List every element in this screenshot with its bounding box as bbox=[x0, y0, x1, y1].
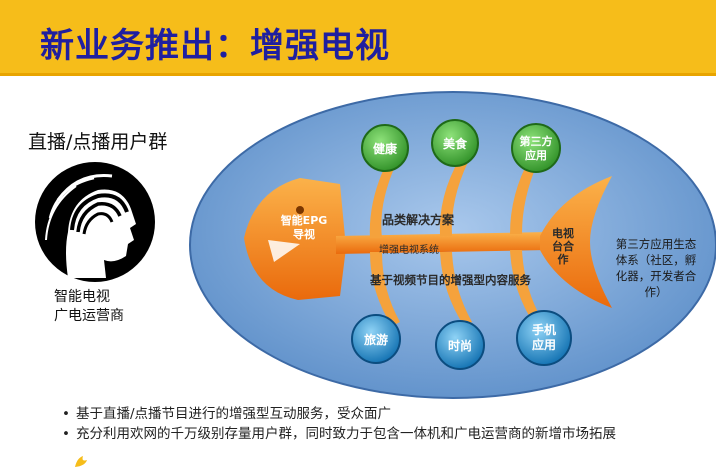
circle-mobile bbox=[516, 310, 572, 366]
circle-third-party-label: 第三方应用 bbox=[519, 135, 553, 162]
circle-fashion-label: 时尚 bbox=[448, 338, 472, 353]
circle-third-party bbox=[511, 123, 561, 173]
fish-head-label: 智能EPG导视 bbox=[280, 214, 328, 241]
circle-food bbox=[431, 119, 479, 167]
fish-head bbox=[244, 178, 346, 300]
circle-fashion bbox=[435, 320, 485, 370]
tail-inner-label: 电视台合作 bbox=[552, 227, 574, 266]
circle-health bbox=[361, 124, 409, 172]
circle-travel-label: 旅游 bbox=[364, 332, 388, 347]
rib-top-1 bbox=[369, 160, 396, 238]
bullet-list: •基于直播/点播节目进行的增强型互动服务，受众面广 •充分利用欢网的千万级别存量… bbox=[62, 404, 616, 444]
bullet-item: •基于直播/点播节目进行的增强型互动服务，受众面广 bbox=[62, 406, 392, 422]
top-branch-label: 品类解决方案 bbox=[382, 213, 455, 227]
circle-mobile-label: 手机应用 bbox=[531, 323, 556, 352]
header-divider bbox=[0, 73, 716, 76]
fish-tail bbox=[540, 176, 612, 308]
user-group-title: 直播/点播用户群 bbox=[28, 131, 168, 153]
caption-cable-operator: 广电运营商 bbox=[54, 308, 124, 324]
user-head-icon bbox=[35, 162, 155, 282]
caption-smart-tv: 智能电视 bbox=[54, 289, 110, 305]
rib-bottom-2 bbox=[440, 252, 472, 326]
page-title: 新业务推出：增强电视 bbox=[40, 26, 390, 66]
circle-health-label: 健康 bbox=[373, 141, 398, 156]
circle-travel bbox=[351, 314, 401, 364]
header-bar bbox=[0, 0, 716, 73]
rib-bottom-1 bbox=[370, 252, 400, 326]
rib-top-3 bbox=[510, 158, 538, 234]
rib-top-2 bbox=[439, 158, 468, 236]
rib-bottom-3 bbox=[510, 250, 542, 324]
spine-label: 增强电视系统 bbox=[379, 245, 439, 256]
fish-spine bbox=[336, 232, 583, 254]
tail-outer-label: 第三方应用生态体系（社区，孵化器，开发者合作） bbox=[615, 237, 697, 299]
logo-mark-icon bbox=[75, 456, 87, 467]
bottom-branch-label: 基于视频节目的增强型内容服务 bbox=[370, 273, 531, 287]
circle-food-label: 美食 bbox=[443, 136, 468, 151]
bullet-item: •充分利用欢网的千万级别存量用户群，同时致力于包含一体机和广电运营商的新增市场拓… bbox=[62, 426, 616, 442]
